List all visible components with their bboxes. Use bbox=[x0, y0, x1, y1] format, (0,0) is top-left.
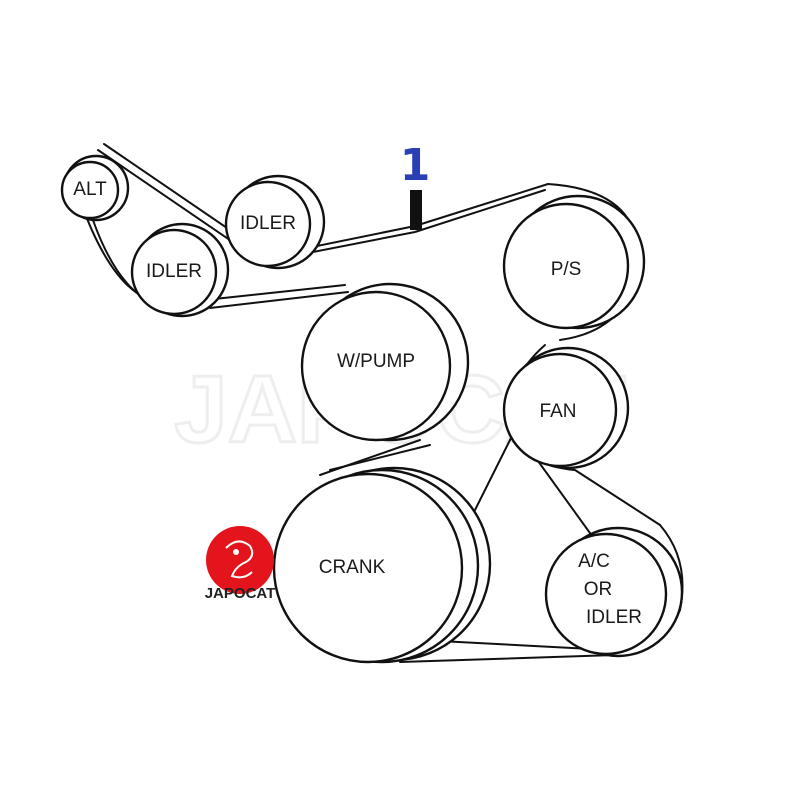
alt-label: ALT bbox=[73, 179, 107, 200]
wpump-label: W/PUMP bbox=[337, 351, 415, 372]
idler-left-label: IDLER bbox=[146, 261, 202, 282]
idler-top-pulley: IDLER bbox=[224, 174, 326, 270]
fan-label: FAN bbox=[540, 401, 577, 422]
alt-pulley: ALT bbox=[60, 154, 130, 222]
logo-text: JAPOCAT bbox=[205, 585, 276, 602]
wpump-pulley: W/PUMP bbox=[300, 282, 470, 442]
ac-label-line2: OR bbox=[584, 579, 613, 600]
ps-pulley: P/S bbox=[502, 194, 646, 330]
crank-label: CRANK bbox=[319, 557, 386, 578]
idler-top-label: IDLER bbox=[240, 213, 296, 234]
crank-pulley: CRANK bbox=[272, 466, 492, 664]
ac-label-line1: A/C bbox=[578, 551, 610, 572]
ac-label-line3: IDLER bbox=[586, 607, 642, 628]
belt-callout: 1 bbox=[400, 140, 431, 230]
ps-label: P/S bbox=[551, 259, 582, 280]
japocat-logo: JAPOCAT bbox=[205, 526, 276, 602]
fan-pulley: FAN bbox=[502, 346, 630, 470]
ac-pulley: A/C OR IDLER bbox=[544, 526, 684, 658]
idler-left-pulley: IDLER bbox=[130, 222, 230, 318]
callout-number: 1 bbox=[400, 140, 431, 191]
